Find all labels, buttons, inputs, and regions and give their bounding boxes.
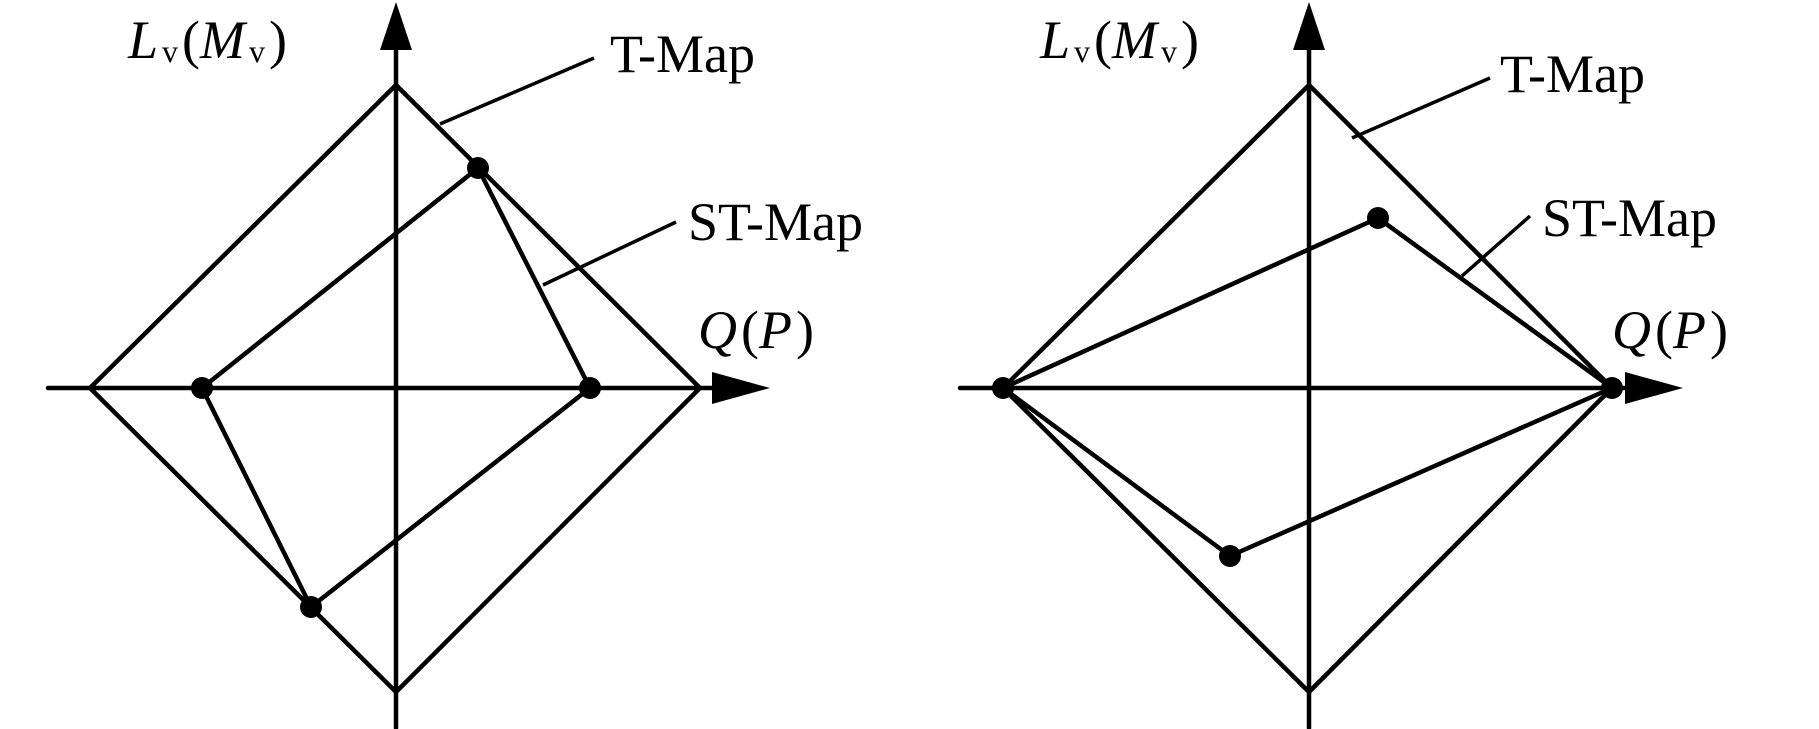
left-x-label-alt-main: P: [758, 300, 792, 360]
right-x-axis-label: Q(P): [1612, 300, 1728, 360]
left-y-label-sub: v: [162, 33, 178, 69]
right-st-map-label: ST-Map: [1542, 188, 1717, 248]
left-x-axis-arrow: [712, 372, 770, 404]
right-t-map-label: T-Map: [1500, 44, 1645, 104]
left-y-axis-arrow: [380, 2, 412, 50]
right-st-map-point-left: [992, 377, 1014, 399]
right-st-map-point-bottom: [1219, 545, 1241, 567]
right-y-label-alt-main: M: [1111, 10, 1160, 70]
right-x-axis-arrow: [1625, 372, 1683, 404]
left-st-map-point-top: [467, 157, 489, 179]
right-y-axis-arrow: [1293, 2, 1325, 50]
right-t-map-leader: [1351, 76, 1491, 140]
left-st-map-point-left: [191, 377, 213, 399]
right-y-label-alt-sub: v: [1161, 33, 1177, 69]
right-t-map-diamond: [1000, 82, 1615, 695]
right-st-map-point-top: [1367, 207, 1389, 229]
left-y-label-alt-main: M: [199, 10, 248, 70]
right-st-map-leader: [1460, 214, 1532, 278]
left-t-map-leader: [439, 56, 595, 126]
left-st-map-point-right: [579, 377, 601, 399]
left-t-map-diamond: [87, 82, 703, 695]
right-x-label-alt-main: P: [1672, 300, 1706, 360]
right-st-map-point-right: [1601, 377, 1623, 399]
left-st-map-leader: [542, 220, 677, 287]
right-y-label-main: L: [1039, 10, 1070, 70]
left-y-label-alt-sub: v: [249, 33, 265, 69]
left-y-label-main: L: [127, 10, 158, 70]
left-st-map-label: ST-Map: [688, 192, 863, 252]
right-y-label-sub: v: [1074, 33, 1090, 69]
right-x-label-main: Q: [1612, 300, 1651, 360]
left-st-map-point-bottom: [300, 596, 322, 618]
left-x-axis-label: Q(P): [698, 300, 814, 360]
left-x-label-main: Q: [698, 300, 737, 360]
left-t-map-label: T-Map: [610, 24, 755, 84]
